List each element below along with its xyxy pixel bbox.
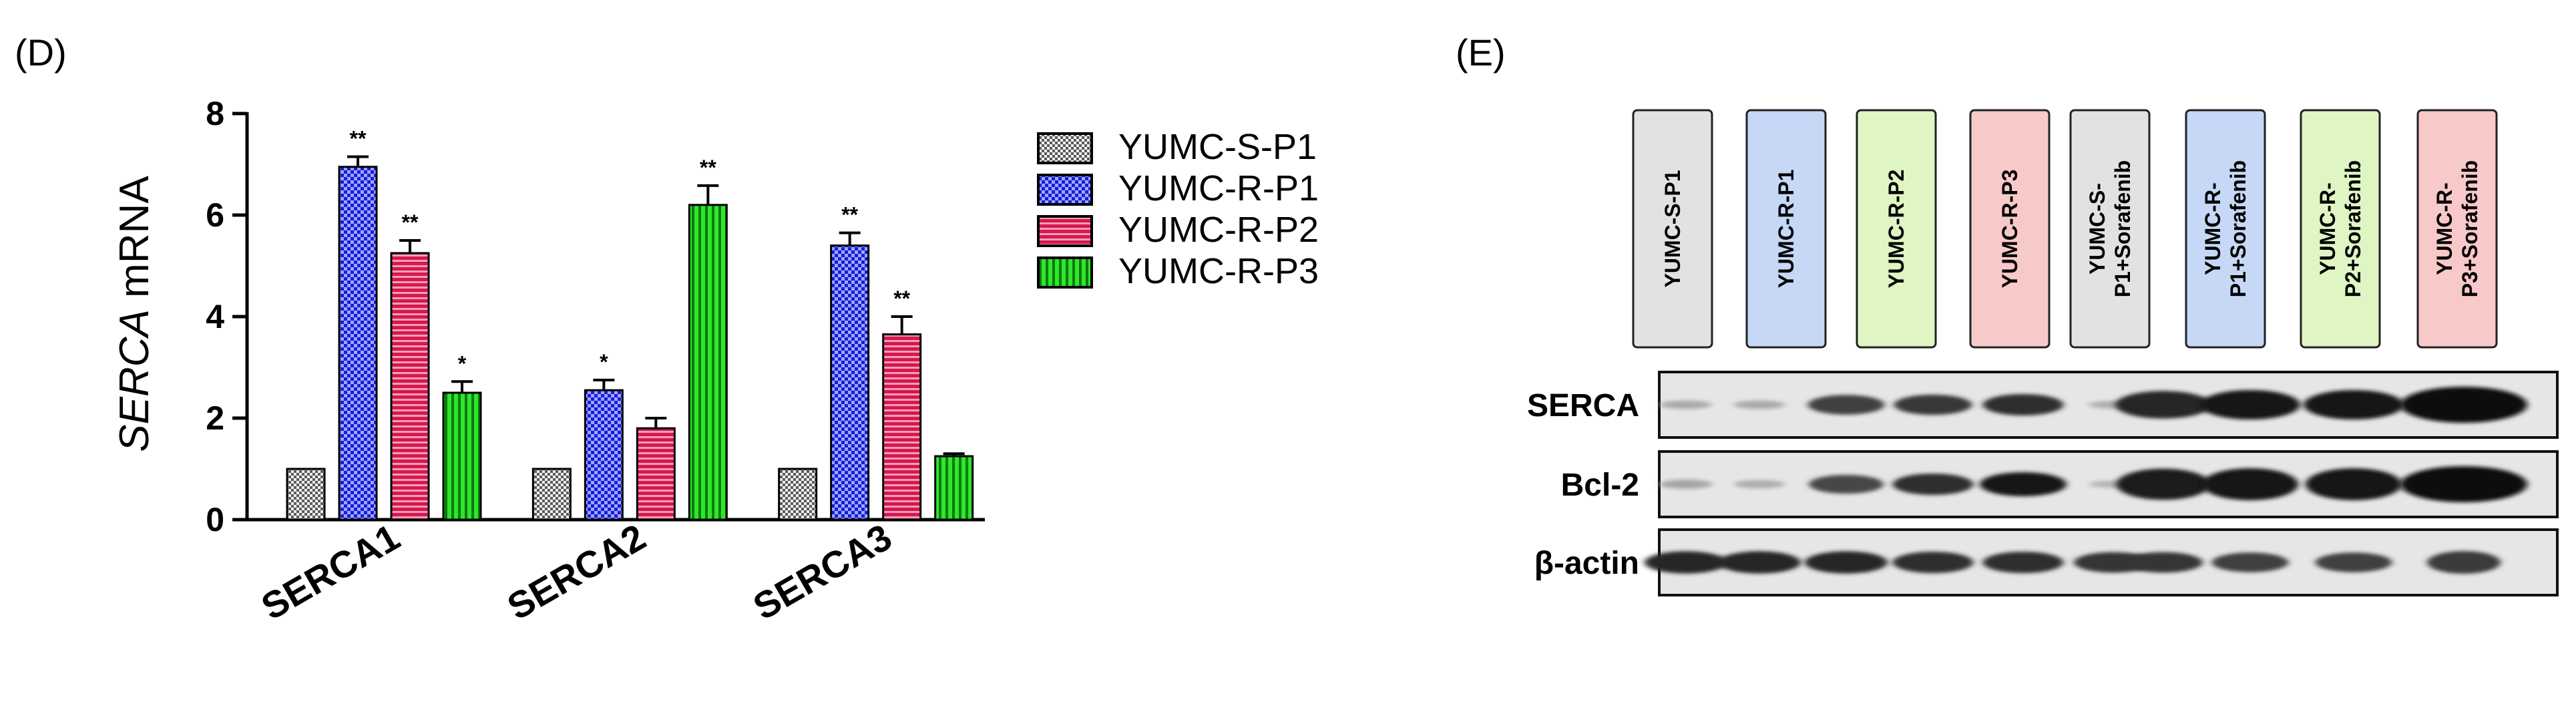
blot-band [1660,400,1712,409]
blot-rows: SERCA Bcl-2 β-actin [1527,371,2559,596]
lane-label-box [1856,109,1937,349]
legend-label: YUMC-R-P1 [1118,168,1319,208]
legend-swatch [1037,174,1093,206]
blot-band [1805,551,1888,574]
significance-label: ** [700,156,716,180]
y-tick-label: 8 [206,95,224,132]
significance-label: ** [841,203,858,227]
blot-band [1718,551,1801,574]
blot-band [2427,551,2501,574]
lane-label-box [2300,109,2381,349]
bar [934,455,974,521]
blot-band [1809,474,1884,494]
y-axis-label: SERCA mRNA [112,176,158,452]
significance-label: ** [402,210,419,234]
lane-label: YUMC-R-P3 [1998,170,2022,289]
blot-band [2306,468,2402,500]
lane-label: YUMC-S-P1+Sorafenib [2085,160,2135,297]
blot-band [2124,552,2203,573]
blot-row-label: SERCA [1527,388,1639,423]
lane-label: YUMC-R-P2+Sorafenib [2316,160,2365,297]
bar [636,427,676,521]
y-tick-label: 6 [206,196,224,234]
lane-label-box [2185,109,2266,349]
bar [531,468,572,521]
blot-band [1645,551,1727,574]
panel-label-e: (E) [1456,31,1506,73]
bar [882,333,922,521]
blot-band [2116,468,2211,500]
bar [286,468,326,521]
blot-row-label: β-actin [1534,546,1639,581]
significance-label: * [458,351,467,375]
blot-band [1659,480,1713,489]
bar [688,204,728,521]
blot-band [1980,472,2067,496]
lane-labels: YUMC-S-P1 YUMC-R-P1 YUMC-R-P2 YUMC-R-P3 YUMC… [1632,109,2498,349]
legend-swatch [1037,256,1093,289]
blot-band [2202,468,2298,500]
blot-band [2211,552,2289,572]
blot-band [1894,394,1972,415]
legend-swatch [1037,132,1093,164]
bar [390,252,430,521]
blot-band [2304,390,2404,419]
western-blot: YUMC-S-P1 YUMC-R-P1 YUMC-R-P2 YUMC-R-P3 YUMC… [1527,109,2559,596]
legend-swatch [1037,215,1093,247]
significance-label: ** [350,127,367,151]
lane-label: YUMC-R-P1+Sorafenib [2201,160,2250,297]
y-tick-label: 2 [206,399,224,437]
x-tick-label: SERCA2 [500,516,652,628]
blot-row-label: Bcl-2 [1561,468,1639,503]
blot-band [1892,551,1974,574]
y-tick-label: 4 [206,298,224,335]
significance-label: * [600,350,608,374]
lane-label-box [1632,109,1713,349]
lane-label-box [2069,109,2151,349]
legend-label: YUMC-S-P1 [1118,127,1317,167]
bar [830,244,870,521]
y-axis-label-italic: SERCA [112,309,158,452]
blot-band [2315,552,2392,572]
blot-band [1982,551,2064,574]
bar [778,468,818,521]
lane-label: YUMC-R-P2 [1884,170,1908,289]
blot-band [2400,387,2527,423]
bar [338,166,378,521]
bar [442,391,482,521]
y-axis-label-rest: mRNA [112,176,158,309]
blot-band [2400,466,2527,502]
blot-band [2115,391,2211,419]
bars: ************ [286,127,974,521]
blot-band [1892,473,1974,496]
lane-label-box [1745,109,1827,349]
lane-label: YUMC-R-P3+Sorafenib [2432,160,2482,297]
lane-label-box [1969,109,2051,349]
bar [584,389,624,521]
x-tick-label: SERCA1 [254,516,407,628]
x-tick-label: SERCA3 [746,516,898,628]
blot-band [1807,395,1885,415]
lane-label-box [2416,109,2498,349]
lane-label: YUMC-S-P1 [1661,170,1685,287]
y-tick-label: 0 [206,501,224,538]
blot-band [1982,393,2064,416]
legend-label: YUMC-R-P3 [1118,251,1319,291]
lane-label: YUMC-R-P1 [1774,170,1798,289]
x-axis: SERCA1 SERCA2 SERCA3 [246,516,985,628]
blot-band [2200,390,2300,419]
y-axis: 0 2 4 6 8 [206,95,249,538]
blot-band [1734,480,1785,489]
blot-band [1733,400,1785,409]
panel-label-d: (D) [15,31,67,73]
significance-label: ** [893,287,910,311]
legend-label: YUMC-R-P2 [1118,210,1319,250]
